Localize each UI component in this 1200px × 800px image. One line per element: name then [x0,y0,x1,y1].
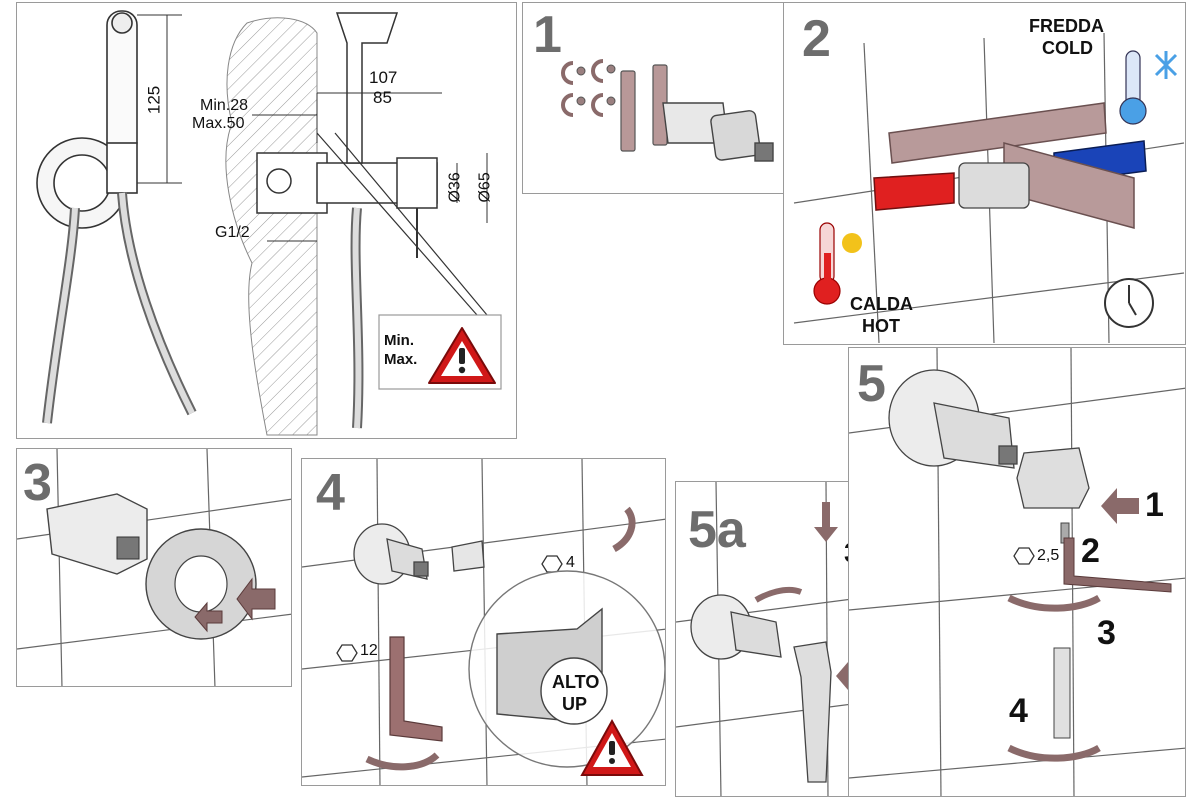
step-5-1: 1 [1145,486,1164,524]
rotate-arrow-icon [754,586,803,603]
rotate-arrow-icon-2 [1007,744,1101,762]
cover-plate [145,528,257,640]
cap-cylinder [1053,647,1071,739]
clock-icon [1104,278,1154,328]
valve-with-plate [353,523,429,585]
dim-125: 125 [144,85,164,115]
warning-min-label: Min. [384,332,414,349]
step-3-number: 3 [23,454,52,512]
step-5-4: 4 [1009,692,1028,730]
lever-handle [793,641,832,783]
alto-label: ALTO [552,672,600,692]
hex-wrench [389,636,443,742]
push-arrow-icon [236,577,276,621]
up-label: UP [562,694,588,714]
thermometer-cold-icon [1119,50,1147,125]
knob-handle [1016,447,1090,509]
calda-label: CALDA [850,294,913,314]
step-4-illustration [302,459,665,785]
step-2-panel: 2 FREDDA COLD CALDA HO [783,2,1186,345]
step-1-number: 1 [533,6,562,64]
step-5-panel: 5 1 2,5 2 3 4 [848,347,1186,797]
hex-key-icon [336,555,563,662]
technical-drawing [36,10,502,436]
hot-label: HOT [862,316,900,336]
warning-triangle-icon [428,327,496,384]
dim-max: Max.50 [192,115,245,132]
step-5-2: 2 [1081,532,1100,570]
dim-65: Ø65 [476,172,494,203]
dim-min: Min.28 [200,97,249,114]
push-arrow-icon-2 [194,601,223,633]
rotate-arrow-icon [561,59,604,117]
mixer-section-view [252,12,488,429]
step-5-illustration [849,348,1185,796]
step-3-illustration [17,449,291,686]
step-2-number: 2 [802,10,831,68]
screws [576,64,616,106]
fredda-label: FREDDA [1029,16,1104,36]
step-2-illustration [793,32,1185,344]
hex-12-label: 12 [360,642,378,659]
step-1-illustration [561,59,774,162]
valve-with-plate [690,594,782,660]
wall-section [225,17,318,436]
step-3-panel: 3 [16,448,292,687]
step-5-3: 3 [1097,614,1116,652]
technical-drawing-panel: 125 107 85 Min.28 Max.50 Ø36 Ø65 G1/2 Mi… [16,2,517,439]
down-arrow-icon [814,502,838,542]
dim-36: Ø36 [446,172,464,203]
hex-4-label: 4 [566,554,575,571]
cold-label: COLD [1042,38,1093,58]
handshower-side-view [36,10,197,424]
concealed-body [662,102,774,162]
warning-max-label: Max. [384,351,418,368]
step-5a-illustration [676,482,904,796]
mixer-body [958,162,1030,209]
push-arrow-icon [1101,488,1139,524]
up-badge [540,657,608,725]
hex-2-5-label: 2,5 [1037,547,1060,564]
snowflake-icon [1154,51,1178,79]
step-4-number: 4 [316,464,345,522]
warning-triangle-icon [580,718,644,776]
step-4-panel: 4 4 12 ALTO UP [301,458,666,786]
valve-body [46,493,148,575]
step-1-panel: 1 [522,2,785,194]
step-5-number: 5 [857,355,886,413]
holder-bracket [451,540,485,572]
rotate-arrow-icon [1007,594,1101,612]
valve-with-plate [888,369,1018,469]
dim-107: 107 [369,68,398,87]
thermometer-hot-icon [813,222,841,305]
sun-icon [842,233,862,253]
dim-85: 85 [373,88,392,107]
hex-key [1063,537,1172,593]
dim-thread: G1/2 [215,224,250,241]
hex-key-icon [1013,547,1035,565]
rotate-arrow-icon-2 [612,506,636,553]
rotate-arrow-icon [365,752,440,771]
wall-brackets [620,64,668,152]
hot-pipe [873,172,955,211]
